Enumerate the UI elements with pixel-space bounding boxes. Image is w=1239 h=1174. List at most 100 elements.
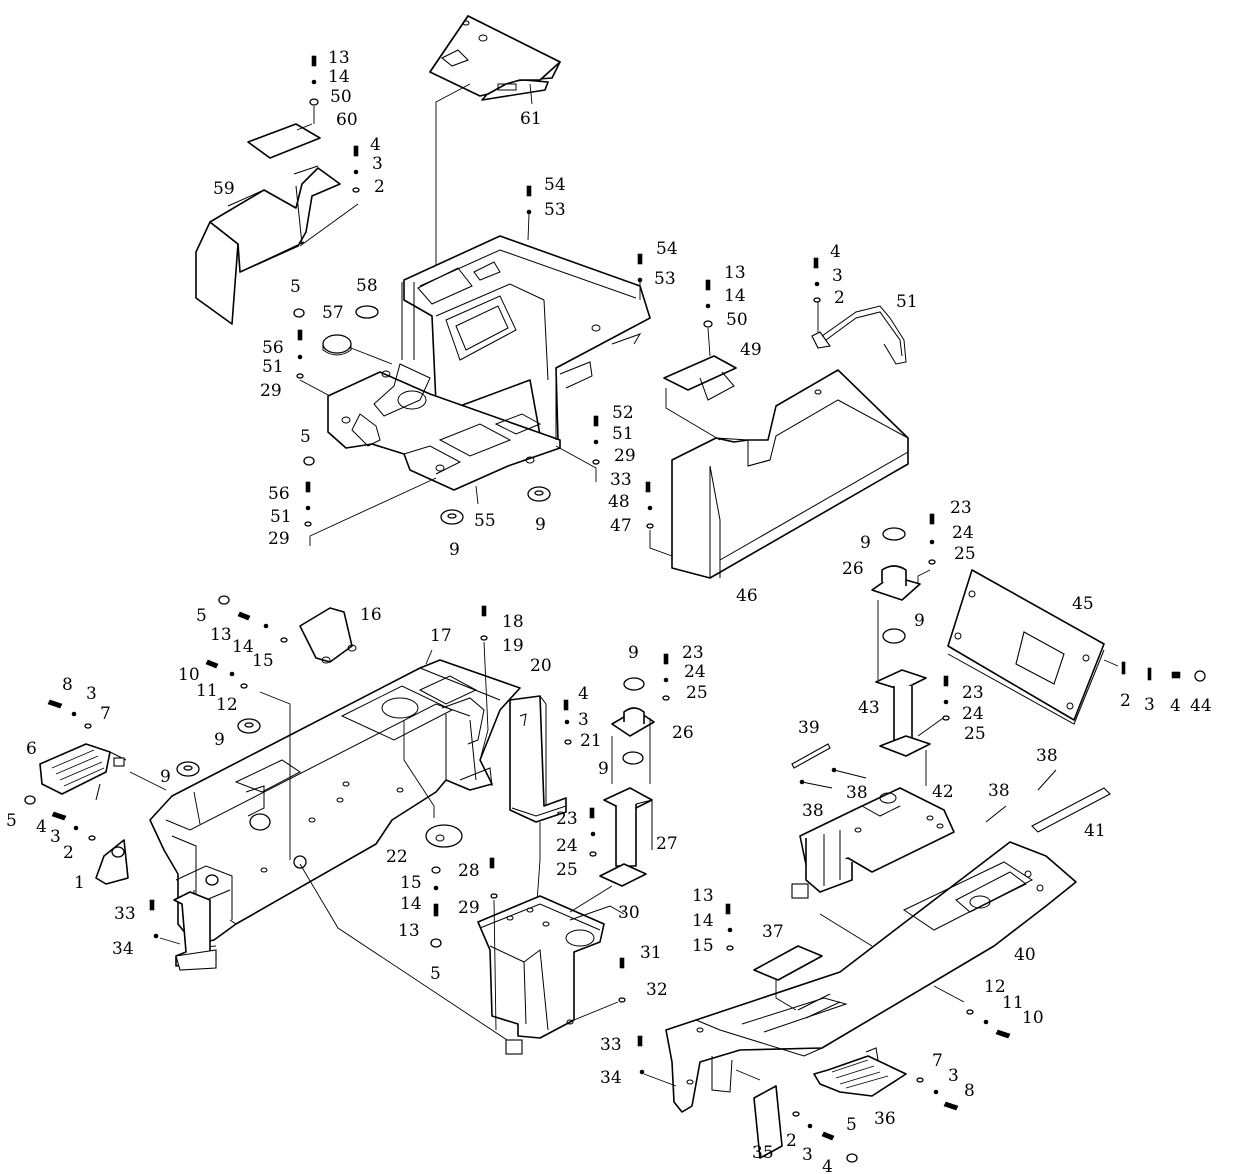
part-35-cover — [753, 1085, 783, 1159]
part-37-plate — [753, 945, 823, 981]
callout: 8 — [62, 675, 73, 695]
callout: 12 — [984, 977, 1006, 997]
callout: 49 — [740, 340, 762, 360]
callout: 23 — [556, 809, 578, 829]
callout: 3 — [1144, 695, 1155, 715]
callout: 29 — [614, 446, 636, 466]
callout: 14 — [724, 286, 746, 306]
callout: 45 — [1072, 594, 1094, 614]
callout: 13 — [328, 48, 350, 68]
callout: 51 — [612, 424, 634, 444]
callout: 10 — [1022, 1008, 1044, 1028]
callout: 4 — [1170, 696, 1181, 716]
callout: 32 — [646, 980, 668, 1000]
callout: 16 — [360, 605, 382, 625]
callout: 38 — [846, 783, 868, 803]
callout: 14 — [328, 67, 350, 87]
callout: 9 — [535, 515, 546, 535]
part-38-pin-d — [1037, 769, 1057, 791]
callout: 7 — [932, 1051, 943, 1071]
callout: 53 — [654, 269, 676, 289]
part-5-nut-a — [293, 308, 305, 318]
callout: 25 — [964, 724, 986, 744]
part-55-main-frame — [299, 235, 651, 546]
callout: 52 — [612, 403, 634, 423]
part-26-mount-right — [871, 527, 931, 680]
callout: 23 — [682, 643, 704, 663]
callout: 24 — [556, 836, 578, 856]
callout: 9 — [598, 759, 609, 779]
part-45-side-panel — [947, 569, 1105, 725]
callout: 50 — [726, 310, 748, 330]
callout-labels: 13 14 50 60 4 3 2 59 61 54 53 5 56 51 29… — [6, 48, 1212, 1174]
callout: 8 — [964, 1081, 975, 1101]
part-43-pillar — [875, 669, 947, 786]
part-17-left-frame — [129, 649, 521, 1043]
part-40-right-frame — [665, 841, 1077, 1113]
callout: 15 — [692, 936, 714, 956]
callout: 24 — [962, 704, 984, 724]
part-22-disc — [425, 824, 463, 848]
callout: 7 — [100, 704, 111, 724]
part-34-bracket-left — [173, 891, 217, 971]
callout: 24 — [952, 523, 974, 543]
callout: 38 — [1036, 746, 1058, 766]
callout: 57 — [322, 303, 344, 323]
callout: 26 — [842, 559, 864, 579]
part-60-cover-plate — [247, 123, 321, 159]
part-51-handle — [811, 300, 907, 365]
part-9-washer-b — [527, 486, 551, 502]
callout: 22 — [386, 847, 408, 867]
callout: 23 — [962, 683, 984, 703]
callout: 25 — [556, 860, 578, 880]
part-16-clamp — [299, 607, 357, 664]
callout: 9 — [214, 730, 225, 750]
callout: 54 — [544, 175, 566, 195]
callout: 51 — [896, 292, 918, 312]
part-9-washer-left-a — [176, 761, 200, 777]
callout: 43 — [858, 698, 880, 718]
callout: 56 — [268, 484, 290, 504]
callout: 3 — [802, 1145, 813, 1165]
callout: 61 — [520, 109, 542, 129]
part-26-mount-left — [611, 677, 655, 784]
part-1-cover-left — [95, 839, 129, 885]
callout: 38 — [802, 801, 824, 821]
callout: 55 — [474, 511, 496, 531]
callout: 4 — [822, 1157, 833, 1174]
part-38-pin-b — [799, 779, 833, 789]
callout: 27 — [656, 834, 678, 854]
part-36-step — [813, 1047, 907, 1097]
callout: 54 — [656, 239, 678, 259]
part-20-bracket — [509, 695, 567, 917]
part-30-bracket — [477, 885, 625, 1055]
part-9-washer-a — [440, 509, 464, 525]
callout: 13 — [210, 625, 232, 645]
callout: 24 — [684, 662, 706, 682]
callout: 51 — [270, 507, 292, 527]
callout: 29 — [268, 529, 290, 549]
callout: 56 — [262, 338, 284, 358]
callout: 5 — [6, 811, 17, 831]
part-49-cover — [663, 355, 737, 401]
callout: 26 — [672, 723, 694, 743]
part-41-long-rod — [1031, 787, 1111, 833]
callout: 2 — [374, 177, 385, 197]
callout: 25 — [954, 544, 976, 564]
callout: 48 — [608, 492, 630, 512]
callout: 4 — [830, 242, 841, 262]
callout: 39 — [798, 718, 820, 738]
callout: 4 — [370, 135, 381, 155]
callout: 29 — [260, 381, 282, 401]
callout: 13 — [724, 263, 746, 283]
part-5-nut-b — [303, 456, 315, 466]
part-38-pin-a — [831, 767, 867, 779]
callout: 1 — [74, 873, 85, 893]
callout: 47 — [610, 516, 632, 536]
callout: 53 — [544, 200, 566, 220]
callout: 2 — [63, 843, 74, 863]
callout: 28 — [458, 861, 480, 881]
callout: 5 — [196, 606, 207, 626]
part-9-washer-left-b — [237, 718, 261, 734]
